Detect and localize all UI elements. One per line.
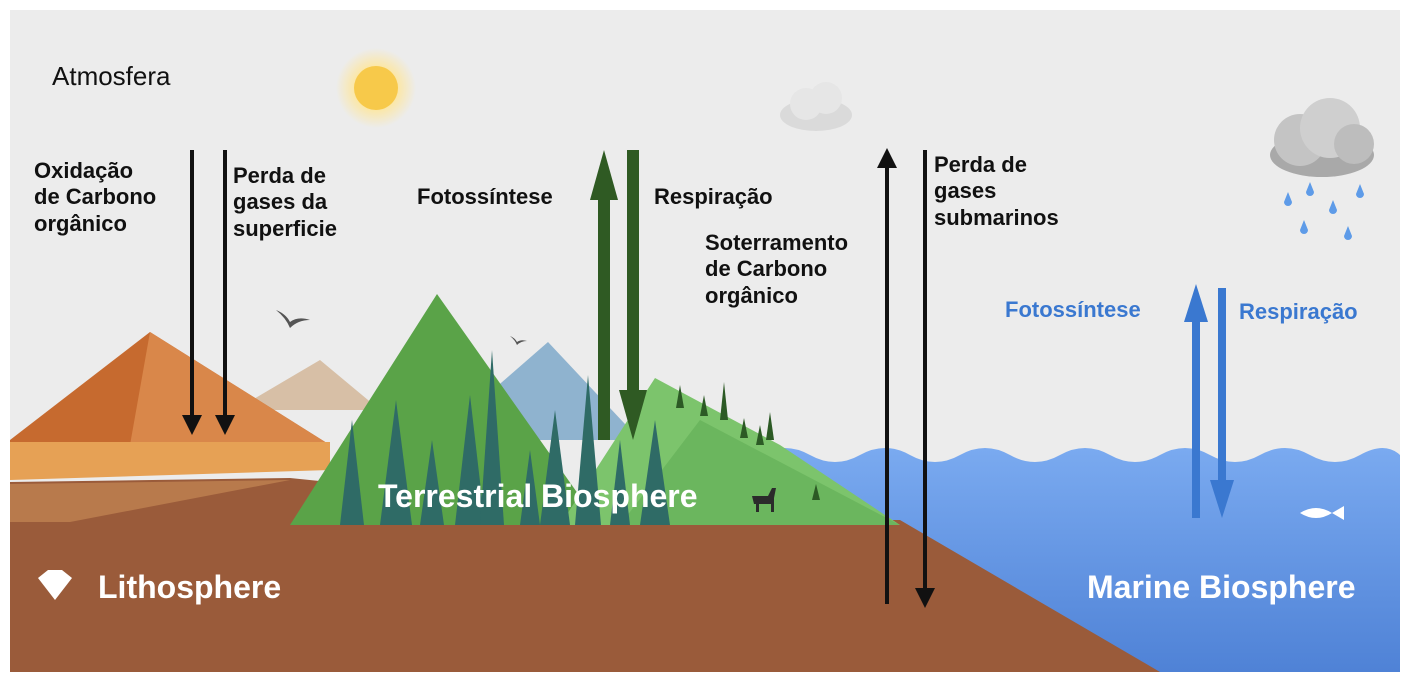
lithosphere-label: Lithosphere bbox=[98, 569, 282, 605]
terrestrial-biosphere-label: Terrestrial Biosphere bbox=[378, 478, 698, 514]
sun-icon bbox=[336, 48, 416, 128]
cloud-icon bbox=[780, 82, 852, 131]
bird-icon bbox=[276, 310, 310, 328]
marine-respiration-arrow bbox=[1210, 288, 1234, 518]
bird-icon-small bbox=[510, 336, 527, 345]
terrestrial-respiration-arrow bbox=[619, 150, 647, 440]
marine-respiration-label: Respiração bbox=[1239, 299, 1358, 324]
surface-gas-loss-label: Perda de gases da superficie bbox=[233, 163, 337, 241]
marine-photosynthesis-label: Fotossíntese bbox=[1005, 297, 1141, 322]
submarine-gas-loss-label: Perda de gases submarinos bbox=[934, 152, 1059, 230]
marine-photosynthesis-arrow bbox=[1184, 284, 1208, 518]
atmosphere-label: Atmosfera bbox=[52, 61, 171, 91]
oxidation-label: Oxidação de Carbono orgânico bbox=[34, 158, 157, 236]
distant-mountain bbox=[235, 360, 380, 410]
marine-biosphere-label: Marine Biosphere bbox=[1087, 569, 1356, 605]
terrestrial-photosynthesis-label: Fotossíntese bbox=[417, 184, 553, 209]
rain-cloud-icon bbox=[1270, 98, 1374, 240]
terrestrial-respiration-label: Respiração bbox=[654, 184, 773, 209]
burial-label: Soterramento de Carbono orgânico bbox=[705, 230, 849, 308]
lithosphere-ground bbox=[10, 478, 1160, 672]
green-mountain bbox=[290, 294, 600, 525]
terrestrial-photosynthesis-arrow bbox=[590, 150, 618, 440]
forest-trees bbox=[340, 350, 670, 525]
diamond-icon bbox=[38, 570, 72, 600]
horse-icon bbox=[752, 488, 776, 512]
fish-icon bbox=[1300, 506, 1344, 520]
